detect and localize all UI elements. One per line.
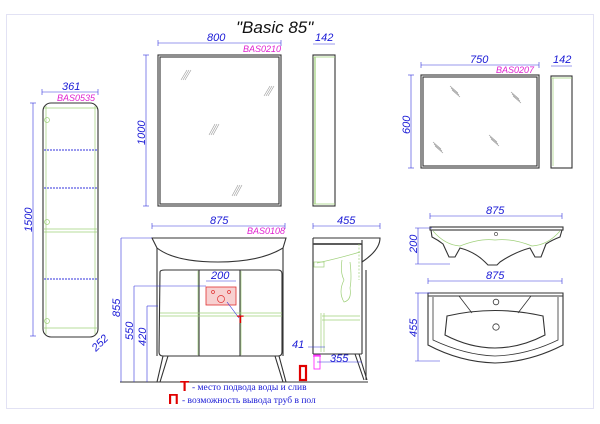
mirror-small-height-dim: 600 — [401, 115, 413, 134]
drawing-frame — [6, 14, 594, 409]
basin-front-height-dim: 200 — [408, 234, 420, 254]
legend-mark-t: Т — [180, 378, 189, 395]
vanity-front: 875 BAS0108 Т 200 855 550 — [111, 215, 300, 383]
mirror-large-width-dim: 800 — [207, 32, 226, 44]
pencil-code: BAS0535 — [57, 93, 96, 103]
supply-height-dim: 550 — [124, 321, 136, 340]
marker-t: Т — [237, 314, 244, 326]
legend: Т - место подвода воды и слив П - возмож… — [168, 378, 316, 408]
basin-front: 875 200 — [408, 205, 564, 266]
legend-mark-p: П — [168, 391, 179, 408]
vanity-height-dim: 855 — [111, 298, 123, 317]
supply-width-dim: 200 — [210, 270, 230, 282]
vanity-width-dim: 875 — [210, 215, 229, 227]
vanity-code: BAS0108 — [247, 226, 285, 236]
vanity-side: 455 41 355 — [292, 215, 381, 383]
pencil-depth-dim: 252 — [89, 333, 111, 355]
mirror-large-code: BAS0210 — [243, 44, 281, 54]
mirror-large-height-dim: 1000 — [136, 120, 148, 145]
mirror-small: 750 BAS0207 600 142 — [401, 54, 573, 169]
mirror-small-code: BAS0207 — [496, 65, 535, 75]
mirror-small-depth-dim: 142 — [553, 54, 571, 66]
mirror-large: 800 BAS0210 1000 142 — [136, 32, 336, 207]
mirror-large-depth-dim: 142 — [315, 32, 333, 44]
legend-text-p: - возможность вывода труб в пол — [182, 395, 316, 406]
legend-text-t: - место подвода воды и слив — [192, 383, 307, 393]
floor-offset-dim: 41 — [292, 339, 304, 351]
basin-top: 875 455 — [408, 270, 564, 364]
drawing-title: "Basic 85" — [236, 18, 314, 37]
pencil-width-dim: 361 — [62, 81, 80, 93]
basin-top-depth-dim: 455 — [408, 318, 420, 337]
pencil-height-dim: 1500 — [23, 207, 35, 232]
mirror-small-width-dim: 750 — [470, 54, 489, 66]
drain-height-dim: 420 — [137, 327, 149, 346]
floor-depth-dim: 355 — [330, 353, 349, 365]
pencil-case: 361 BAS0535 1500 252 — [23, 81, 111, 355]
vanity-depth-dim: 455 — [337, 215, 356, 227]
basin-front-width-dim: 875 — [486, 205, 505, 217]
basin-top-width-dim: 875 — [486, 270, 505, 282]
